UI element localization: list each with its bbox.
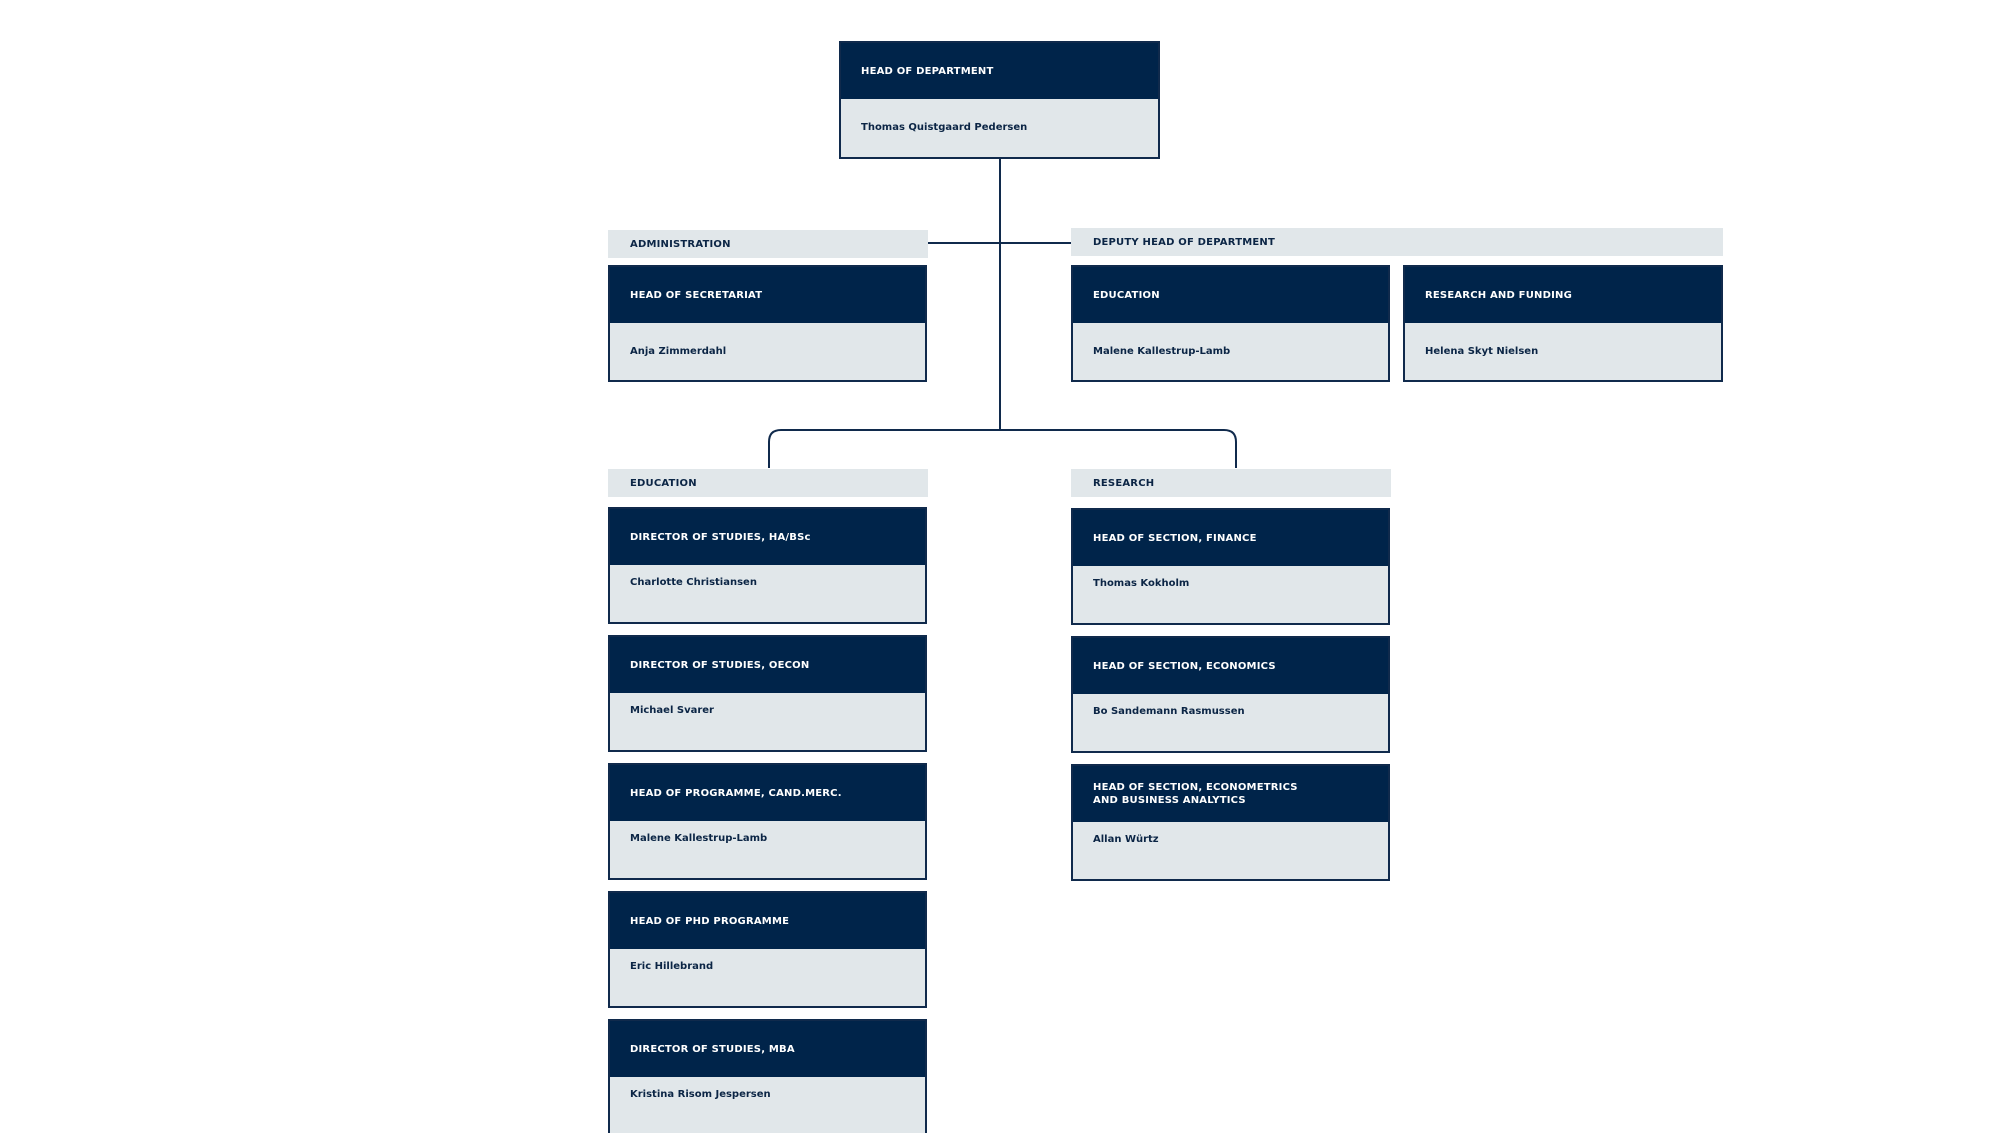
- card-title: HEAD OF SECTION, ECONOMETRICS AND BUSINE…: [1073, 766, 1388, 822]
- deputy-education-card: EDUCATION Malene Kallestrup-Lamb: [1071, 265, 1390, 382]
- card-name: Bo Sandemann Rasmussen: [1093, 706, 1245, 717]
- card-title: HEAD OF SECRETARIAT: [610, 267, 925, 323]
- card-title: EDUCATION: [1073, 267, 1388, 323]
- education-card-2: DIRECTOR OF STUDIES, OECON Michael Svare…: [608, 635, 927, 752]
- card-name: Eric Hillebrand: [630, 961, 714, 972]
- card-name: Anja Zimmerdahl: [630, 346, 727, 357]
- card-title: DIRECTOR OF STUDIES, HA/BSc: [610, 509, 925, 565]
- card-title: HEAD OF DEPARTMENT: [841, 43, 1158, 99]
- card-name: Charlotte Christiansen: [630, 577, 757, 588]
- education-card-3: HEAD OF PROGRAMME, CAND.MERC. Malene Kal…: [608, 763, 927, 880]
- lower-branch-line: [768, 429, 1237, 468]
- head-of-secretariat-card: HEAD OF SECRETARIAT Anja Zimmerdahl: [608, 265, 927, 382]
- research-header: RESEARCH: [1071, 469, 1391, 497]
- deputy-head-header: DEPUTY HEAD OF DEPARTMENT: [1071, 228, 1723, 256]
- education-card-1: DIRECTOR OF STUDIES, HA/BSc Charlotte Ch…: [608, 507, 927, 624]
- research-card-1: HEAD OF SECTION, FINANCE Thomas Kokholm: [1071, 508, 1390, 625]
- education-card-5: DIRECTOR OF STUDIES, MBA Kristina Risom …: [608, 1019, 927, 1133]
- education-header: EDUCATION: [608, 469, 928, 497]
- card-title: HEAD OF PROGRAMME, CAND.MERC.: [610, 765, 925, 821]
- card-name: Kristina Risom Jespersen: [630, 1089, 771, 1100]
- card-name: Thomas Quistgaard Pedersen: [861, 122, 1028, 133]
- card-title: DIRECTOR OF STUDIES, MBA: [610, 1021, 925, 1077]
- card-name: Allan Würtz: [1093, 834, 1159, 845]
- card-name: Malene Kallestrup-Lamb: [630, 833, 768, 844]
- card-title: DIRECTOR OF STUDIES, OECON: [610, 637, 925, 693]
- administration-header: ADMINISTRATION: [608, 230, 928, 258]
- card-name: Helena Skyt Nielsen: [1425, 346, 1539, 357]
- card-title: HEAD OF SECTION, FINANCE: [1073, 510, 1388, 566]
- card-name: Malene Kallestrup-Lamb: [1093, 346, 1231, 357]
- head-of-department-card: HEAD OF DEPARTMENT Thomas Quistgaard Ped…: [839, 41, 1160, 159]
- card-name: Michael Svarer: [630, 705, 714, 716]
- card-title: HEAD OF PHD PROGRAMME: [610, 893, 925, 949]
- card-title: RESEARCH AND FUNDING: [1405, 267, 1721, 323]
- deputy-research-funding-card: RESEARCH AND FUNDING Helena Skyt Nielsen: [1403, 265, 1723, 382]
- research-card-3: HEAD OF SECTION, ECONOMETRICS AND BUSINE…: [1071, 764, 1390, 881]
- research-card-2: HEAD OF SECTION, ECONOMICS Bo Sandemann …: [1071, 636, 1390, 753]
- card-title: HEAD OF SECTION, ECONOMICS: [1073, 638, 1388, 694]
- education-card-4: HEAD OF PHD PROGRAMME Eric Hillebrand: [608, 891, 927, 1008]
- card-name: Thomas Kokholm: [1093, 578, 1190, 589]
